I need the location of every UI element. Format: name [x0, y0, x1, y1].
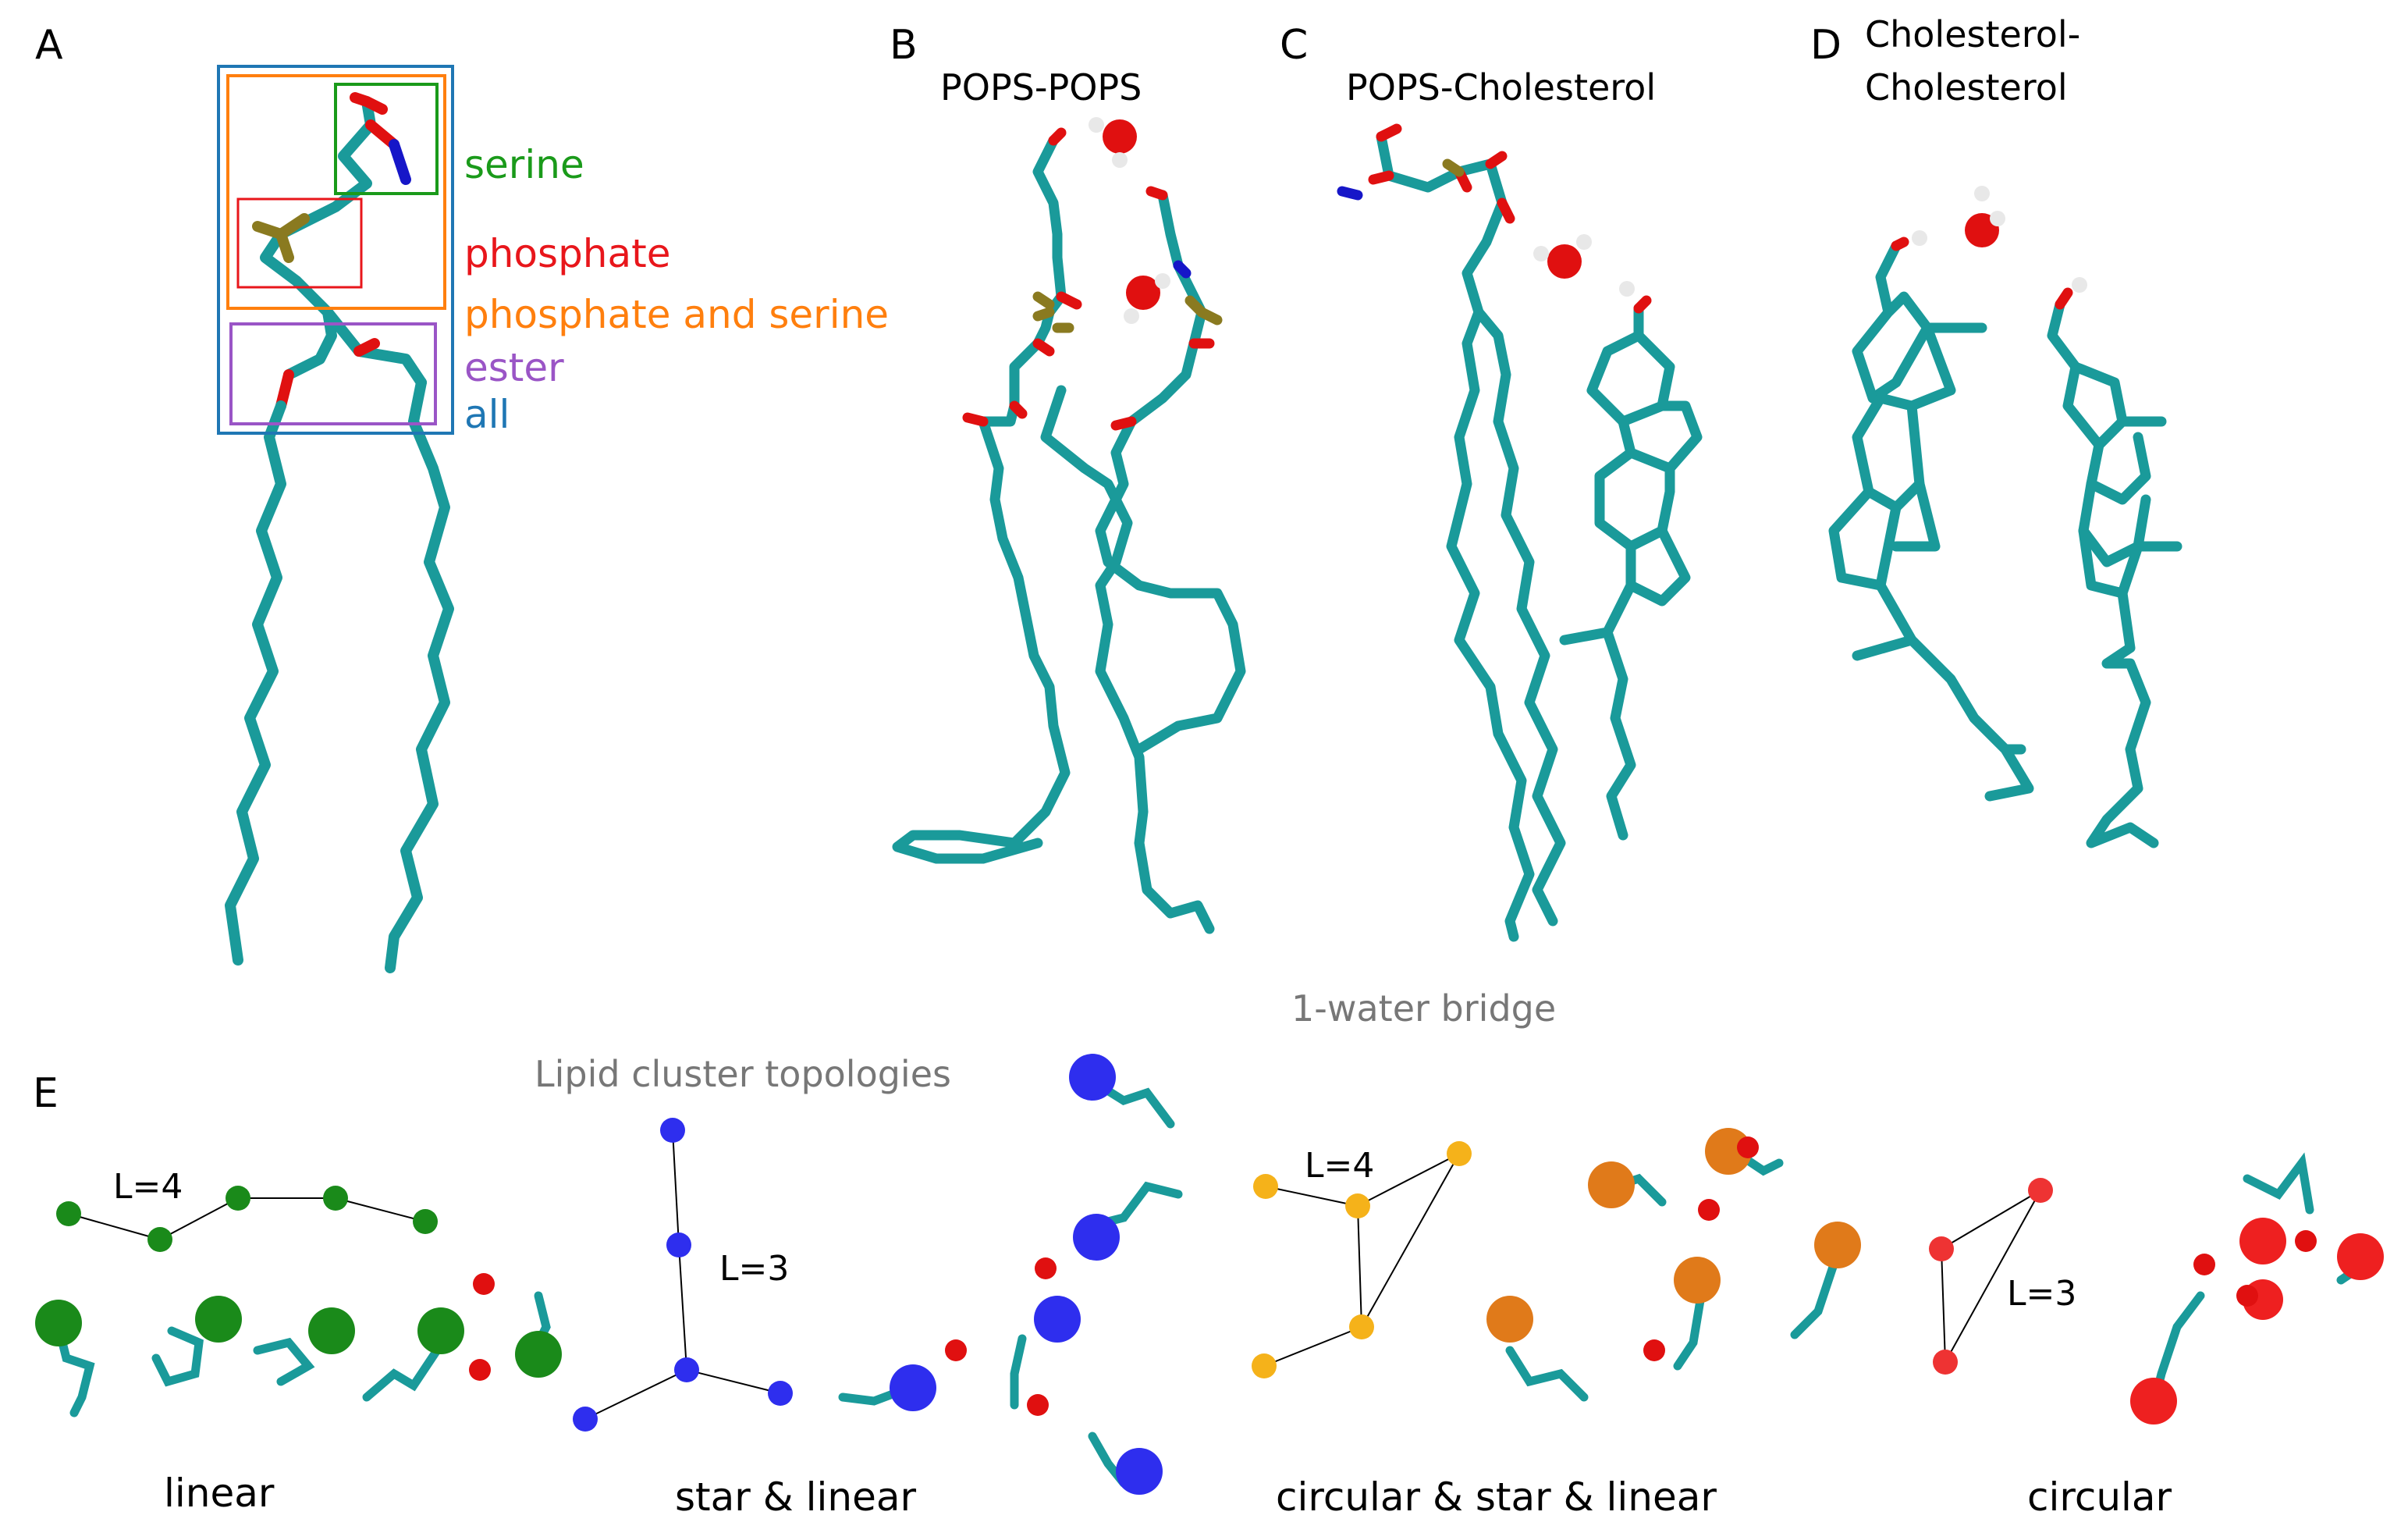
circular-node [1929, 1236, 1954, 1261]
panel-c: C POPS-Cholesterol 1-water bridge [1280, 22, 1703, 1030]
panel-b-title: POPS-POPS [940, 66, 1142, 108]
star-caption: star & linear [675, 1474, 917, 1520]
topologies-title: Lipid cluster topologies [535, 1053, 951, 1095]
box-phosphate-and-serine [226, 74, 446, 310]
csl-graph [1263, 1153, 1460, 1367]
water-d [1912, 186, 2087, 293]
star-node [573, 1407, 598, 1432]
panel-a: A serine phosphate phosphate and serine … [35, 22, 889, 973]
circular-graph [1941, 1190, 2041, 1363]
label-phosphate: phosphate [464, 231, 671, 276]
linear-length-label: L=4 [113, 1167, 183, 1207]
circular-node [2028, 1178, 2053, 1203]
panel-e: E Lipid cluster topologies L=4 [33, 1053, 2384, 1520]
csl-node [1349, 1314, 1374, 1339]
csl-node [1252, 1353, 1277, 1378]
topology-linear: L=4 linear [35, 1167, 562, 1516]
linear-graph [68, 1197, 426, 1240]
box-all [217, 65, 454, 435]
star-molecules [838, 1076, 1183, 1488]
label-all: all [464, 392, 510, 437]
panel-a-letter: A [35, 22, 63, 69]
cholesterol-c [1559, 295, 1703, 841]
water-b [1089, 117, 1170, 324]
csl-node [1447, 1141, 1472, 1166]
box-ester [229, 322, 437, 425]
csl-length-label: L=4 [1305, 1146, 1374, 1186]
panel-c-title: POPS-Cholesterol [1346, 66, 1656, 108]
star-node [660, 1118, 685, 1143]
pops-pair-b [892, 127, 1246, 934]
csl-node [1345, 1193, 1370, 1218]
star-node [674, 1357, 699, 1382]
linear-node [323, 1186, 348, 1211]
circular-caption: circular [2027, 1474, 2172, 1520]
csl-caption: circular & star & linear [1276, 1474, 1717, 1520]
csl-molecules [1505, 1151, 1838, 1402]
cholesterol-d-right [2047, 287, 2182, 848]
water-bridge-caption: 1-water bridge [1291, 987, 1556, 1030]
topology-circular-star-linear: L=4 circular & star & linear [1252, 1128, 1861, 1520]
circular-length-label: L=3 [2007, 1274, 2076, 1314]
linear-molecules [54, 1291, 551, 1417]
topology-circular: L=3 circular [1929, 1152, 2384, 1520]
linear-caption: linear [164, 1471, 275, 1516]
star-graph [584, 1129, 781, 1420]
star-length-label: L=3 [719, 1249, 789, 1289]
label-serine: serine [464, 142, 584, 187]
panel-d-title-line2: Cholesterol [1865, 66, 2068, 108]
circular-node [1933, 1350, 1958, 1375]
panel-d-letter: D [1810, 22, 1842, 69]
water-c [1533, 234, 1635, 297]
panel-d: D Cholesterol- Cholesterol [1810, 13, 2182, 848]
label-phosphate-and-serine: phosphate and serine [464, 292, 889, 337]
panel-b: B POPS-POPS [890, 22, 1246, 934]
pops-c [1337, 123, 1566, 942]
label-ester: ester [464, 345, 564, 390]
star-node [666, 1232, 691, 1257]
cholesterol-d-left [1828, 237, 2034, 802]
linear-node [147, 1227, 172, 1252]
linear-node [226, 1186, 250, 1211]
csl-node [1253, 1174, 1278, 1199]
topology-star-linear: L=3 star & linear [573, 1054, 1183, 1520]
panel-b-letter: B [890, 22, 918, 69]
linear-node [56, 1201, 81, 1226]
panel-c-letter: C [1280, 22, 1308, 69]
linear-node [413, 1209, 438, 1234]
box-serine [334, 83, 439, 195]
panel-d-title-line1: Cholesterol- [1865, 13, 2080, 55]
star-node [768, 1381, 793, 1406]
box-phosphate [236, 197, 363, 289]
panel-e-letter: E [33, 1070, 59, 1117]
pops-molecule-a [225, 92, 454, 973]
